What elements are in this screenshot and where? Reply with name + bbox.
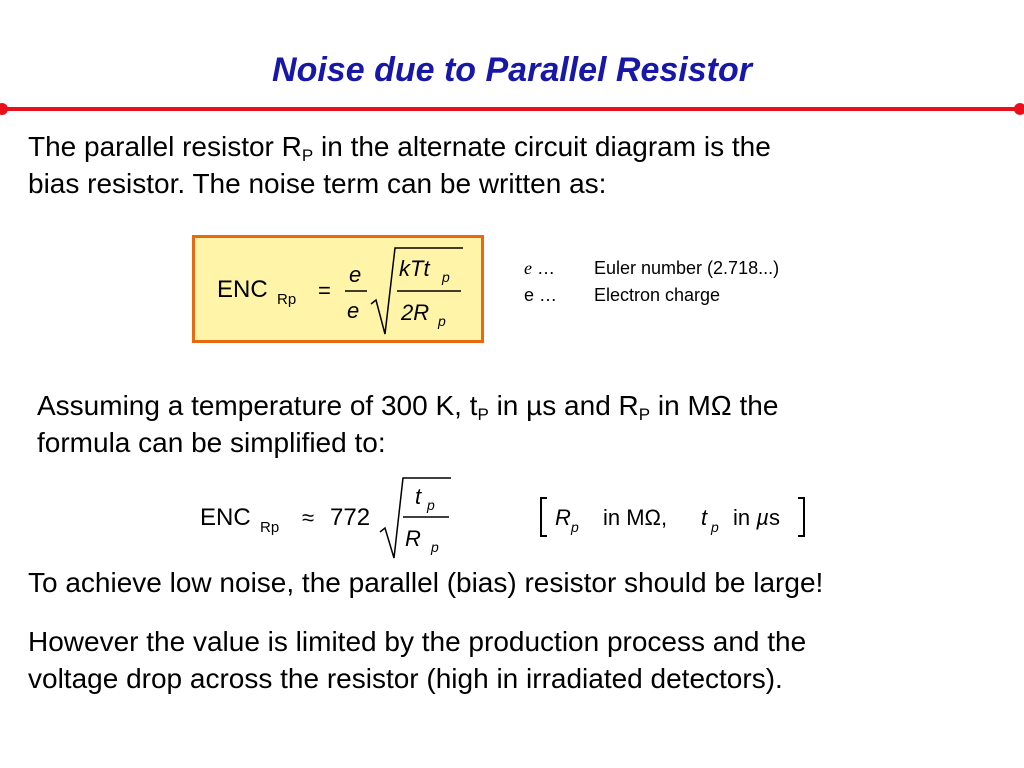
units-t-unit: in µs (733, 505, 780, 530)
units-bracket-left (540, 497, 547, 537)
units-t-sub: p (710, 519, 719, 535)
units-r-unit: in MΩ, (603, 505, 667, 530)
sqrt-denominator: 2R (400, 300, 429, 325)
enc-formula-box: ENC Rp = e e kTt p 2R p (192, 235, 484, 343)
intro-text-b: in the alternate circuit diagram is the (313, 131, 771, 162)
legend-row-euler: e … Euler number (2.718...) (524, 255, 779, 282)
enc2-lhs-sub: Rp (260, 519, 279, 536)
sqrt-numerator-sub: p (441, 269, 450, 285)
intro-subscript: P (301, 146, 314, 165)
units-r: R (555, 505, 571, 530)
assume-sub-1: P (477, 405, 489, 424)
legend-dots: … (537, 258, 556, 278)
divider-dot-right (1014, 103, 1024, 115)
assume-text-c: in MΩ the (650, 390, 779, 421)
assumption-paragraph: Assuming a temperature of 300 K, tP in µ… (37, 387, 778, 461)
intro-line-2: bias resistor. The noise term can be wri… (28, 168, 607, 199)
conclusion-2: However the value is limited by the prod… (28, 623, 806, 697)
sqrt-numerator: kTt (399, 256, 430, 281)
symbol-legend: e … Euler number (2.718...) e … Electron c… (524, 255, 779, 309)
conclusion-2-line-1: However the value is limited by the prod… (28, 626, 807, 657)
assume-line-2: formula can be simplified to: (37, 427, 386, 458)
frac-numerator: e (349, 262, 361, 287)
legend-text: Electron charge (594, 285, 721, 305)
sqrt2-denominator: R (405, 526, 421, 551)
sqrt2-sign (379, 477, 451, 559)
legend-text: Euler number (2.718...) (594, 258, 780, 278)
sqrt2-denominator-sub: p (430, 539, 439, 555)
legend-row-charge: e … Electron charge (524, 282, 779, 309)
sqrt2-numerator: t (415, 484, 422, 509)
assume-text-a: Assuming a temperature of 300 K, t (37, 390, 478, 421)
frac-denominator: e (347, 298, 359, 323)
conclusion-2-line-2: voltage drop across the resistor (high i… (28, 663, 783, 694)
units-t: t (701, 505, 708, 530)
enc2-approx: ≈ (302, 505, 314, 530)
enc-equals: = (318, 278, 331, 303)
slide-title: Noise due to Parallel Resistor (272, 51, 752, 89)
enc-lhs-sub: Rp (277, 291, 296, 308)
legend-dots: … (539, 285, 558, 305)
enc2-lhs: ENC (200, 504, 251, 531)
conclusion-1: To achieve low noise, the parallel (bias… (28, 567, 824, 598)
sqrt-denominator-sub: p (437, 313, 446, 329)
assume-line-1: Assuming a temperature of 300 K, tP in µ… (37, 387, 778, 424)
enc2-coefficient: 772 (330, 504, 370, 531)
units-bracket-right (798, 497, 805, 537)
sqrt2-numerator-sub: p (426, 497, 435, 513)
legend-symbol: e (524, 285, 535, 305)
intro-line-1: The parallel resistor RP in the alternat… (28, 128, 771, 165)
title-divider (0, 103, 1024, 115)
assume-text-b: in µs and R (488, 390, 639, 421)
intro-text-a: The parallel resistor R (28, 131, 302, 162)
units-r-sub: p (570, 519, 579, 535)
simplified-formula: ENC Rp ≈ 772 t p R p R p in MΩ, t p in µ… (200, 477, 805, 559)
sqrt-sign (370, 247, 463, 335)
enc-formula: ENC Rp = e e kTt p 2R p (217, 247, 463, 335)
enc-lhs: ENC (217, 276, 268, 303)
divider-dot-left (0, 103, 8, 115)
intro-paragraph: The parallel resistor RP in the alternat… (28, 128, 771, 202)
legend-symbol: e (524, 258, 532, 278)
assume-sub-2: P (638, 405, 651, 424)
